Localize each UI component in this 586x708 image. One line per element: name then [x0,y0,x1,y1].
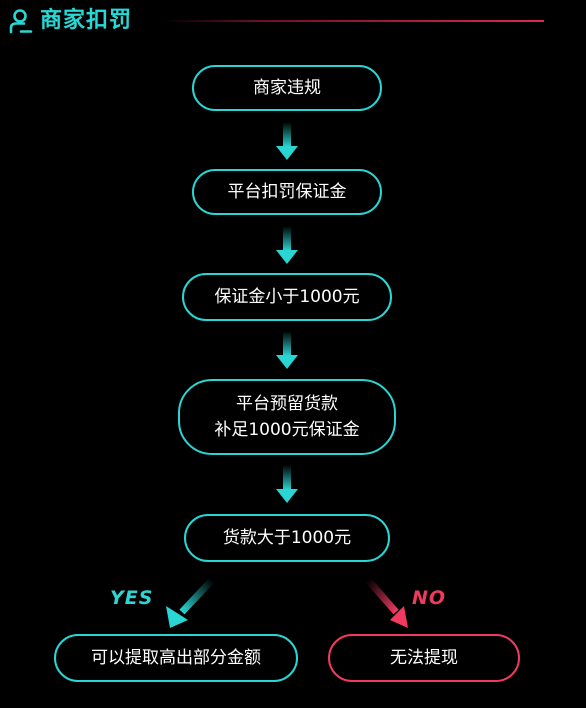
node-platform-deduct: 平台扣罚保证金 [192,169,382,215]
page-title: 商家扣罚 [40,8,133,33]
node-label: 可以提取高出部分金额 [91,648,261,668]
node-label: 货款大于1000元 [222,528,352,548]
node-label: 商家违规 [253,78,321,98]
arrow-down-icon [276,331,298,369]
node-label-line1: 平台预留货款 [235,394,338,414]
node-label: 平台扣罚保证金 [227,182,347,202]
node-reserve-payment: 平台预留货款 补足1000元保证金 [178,379,396,455]
node-deposit-below-threshold: 保证金小于1000元 [182,273,392,321]
node-no-withdraw: 无法提现 [328,634,520,682]
node-label: 无法提现 [390,648,458,668]
node-payment-check: 货款大于1000元 [184,514,390,562]
yes-arrow-icon [166,577,215,628]
arrow-down-icon [276,465,298,503]
section-header: 商家扣罚 [8,4,132,38]
node-partial-withdraw: 可以提取高出部分金额 [54,634,298,682]
arrow-down-icon [276,122,298,160]
node-label: 保证金小于1000元 [214,287,360,307]
yes-label: YES [110,587,154,609]
arrow-down-icon [276,226,298,264]
header-divider [162,20,544,22]
node-merchant-violation: 商家违规 [192,65,382,111]
no-label: NO [412,587,447,609]
person-icon [9,9,33,34]
node-label-line2: 补足1000元保证金 [214,420,360,440]
no-arrow-icon [365,577,408,628]
